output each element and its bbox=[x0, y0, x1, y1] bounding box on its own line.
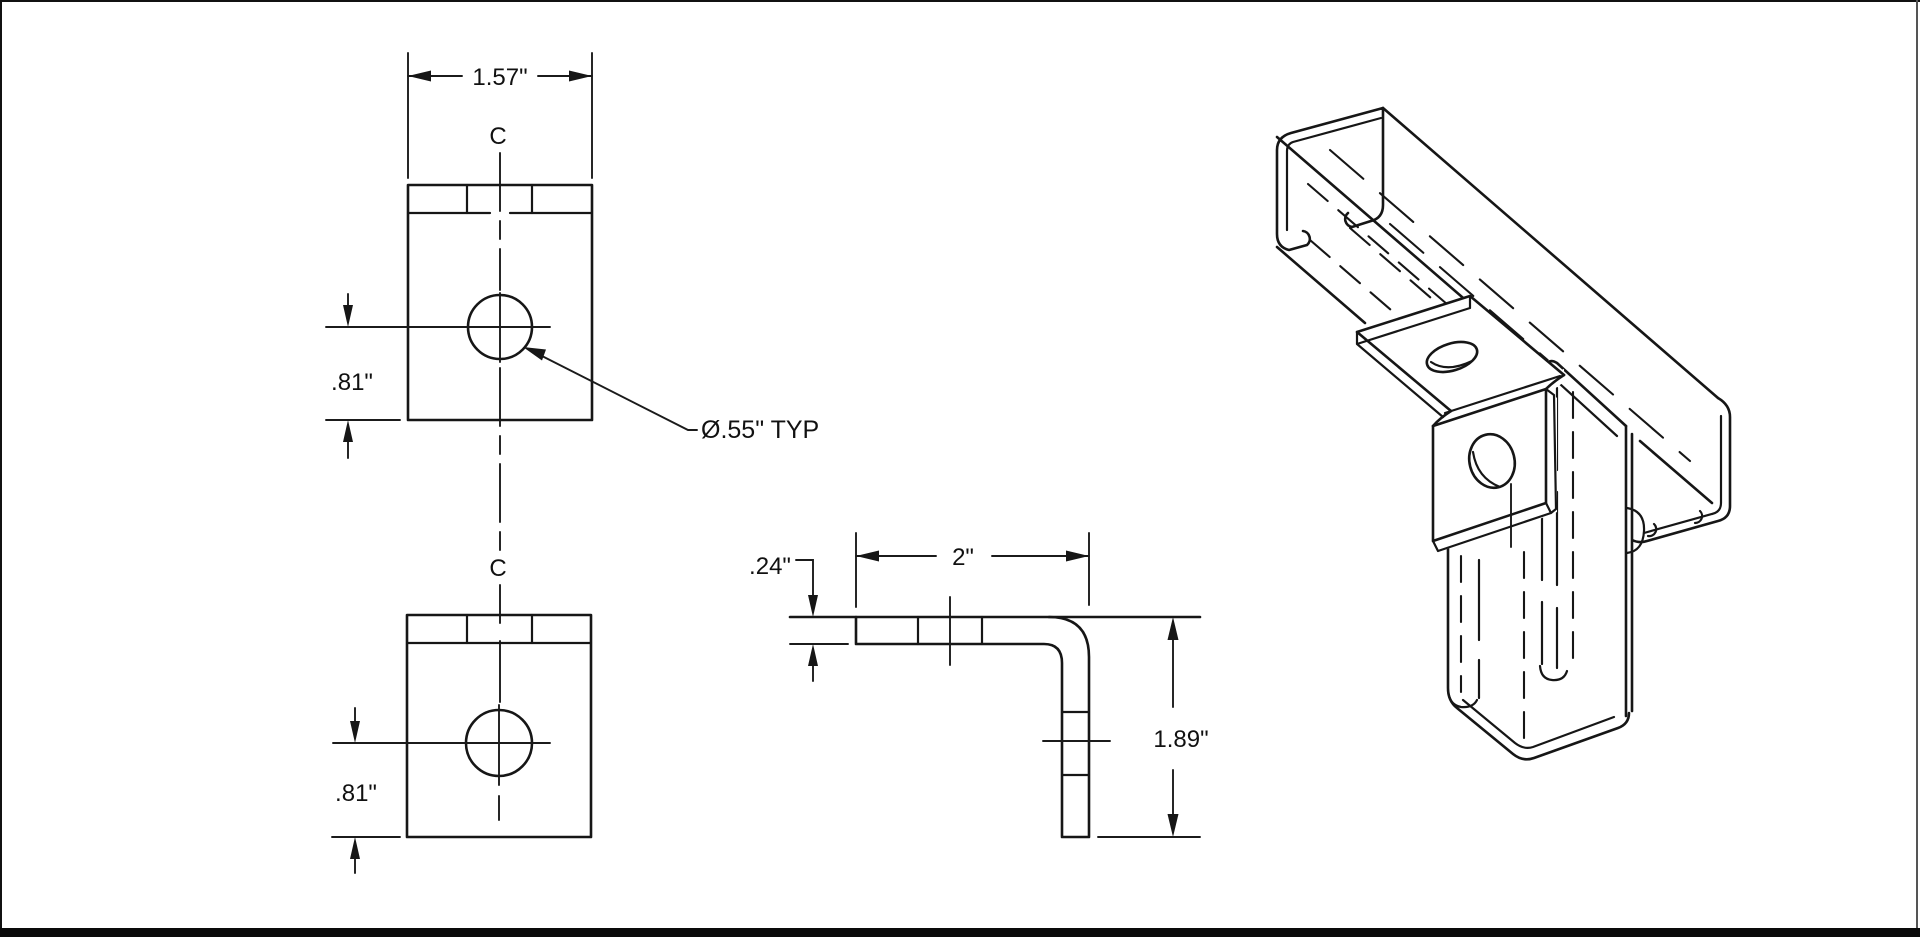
arrowhead-down-icon bbox=[350, 721, 360, 743]
plate-outline-upper bbox=[406, 183, 594, 422]
sheet-border-right bbox=[1916, 0, 1918, 937]
bracket-top-front-thickness bbox=[1357, 332, 1451, 424]
arrowhead-up-icon bbox=[1167, 617, 1179, 640]
arrowhead-down-icon bbox=[343, 305, 353, 327]
bracket-bend-crease bbox=[1443, 374, 1562, 415]
channel-left-end-profile bbox=[1275, 106, 1385, 252]
arrowhead-right-icon bbox=[1066, 550, 1089, 562]
bracket-thickness-edges bbox=[1355, 294, 1472, 419]
isometric-view bbox=[1275, 106, 1732, 761]
centerline-label-upper: C bbox=[489, 123, 506, 150]
leader-arrowhead-icon bbox=[523, 347, 546, 361]
bracket-vertical-leg-thickness bbox=[1431, 387, 1558, 553]
arrowhead-down-icon bbox=[1167, 814, 1179, 837]
bolt-end-icon bbox=[1625, 506, 1646, 555]
channel-right-end-inner bbox=[1642, 414, 1723, 535]
channel-top-silhouette bbox=[1381, 106, 1720, 400]
thickness-leader bbox=[795, 559, 814, 682]
plan-view-upper: 1.57" C .81" Ø.55" TYP bbox=[325, 52, 819, 557]
vchannel-right-edges bbox=[1624, 424, 1634, 718]
channel-bottom-silhouette bbox=[1275, 245, 1367, 325]
arrowhead-left-icon bbox=[856, 550, 879, 562]
channel-end-lip-arcs bbox=[1646, 509, 1704, 538]
offset-dimension-label-lower: .81" bbox=[335, 780, 377, 807]
channel-far-bottom-stub bbox=[1638, 439, 1714, 505]
width-dimension-label: 1.57" bbox=[472, 64, 527, 91]
sheet-border-bottom bbox=[0, 928, 1920, 937]
arrowhead-right-icon bbox=[569, 70, 592, 82]
bracket-top-left-thickness bbox=[1357, 296, 1470, 344]
hidden-edge-top-1 bbox=[1328, 148, 1692, 463]
hole-callout-leader bbox=[539, 354, 698, 431]
plate-band-ticks-upper bbox=[465, 183, 534, 215]
arrowhead-left-icon bbox=[408, 70, 431, 82]
hole-edges-vertical-leg bbox=[1060, 710, 1091, 777]
arrowhead-down-icon bbox=[808, 595, 818, 617]
bracket-front-hole-bolt-arc bbox=[1471, 450, 1502, 489]
hole-crosshair-lower bbox=[332, 704, 551, 821]
extension-lines-width bbox=[407, 52, 593, 179]
vchannel-lip-end-caps bbox=[1446, 664, 1569, 709]
channel-right-end-profile bbox=[1622, 396, 1732, 544]
plate-outline-lower bbox=[405, 613, 593, 839]
sheet-border-top bbox=[0, 0, 1920, 2]
leg-length-extension-lines bbox=[855, 532, 1090, 608]
side-profile-view: .24" 2" 1.89" bbox=[749, 532, 1209, 839]
channel-left-end-inner bbox=[1285, 116, 1383, 232]
arrowhead-up-icon bbox=[350, 837, 360, 859]
plan-view-lower: C .81" bbox=[331, 555, 593, 874]
sheet-border-left bbox=[0, 0, 2, 937]
hidden-edge-far-bottom bbox=[1388, 222, 1626, 428]
vchannel-bottom-inner bbox=[1461, 698, 1616, 749]
offset-dimension-label-upper: .81" bbox=[331, 369, 373, 396]
plate-band-ticks-lower bbox=[465, 613, 534, 645]
bracket-top-hole-inner-arc bbox=[1429, 359, 1474, 369]
hole-callout-label: Ø.55" TYP bbox=[701, 416, 819, 444]
centerline-label-lower: C bbox=[489, 555, 506, 582]
hole-edges-horizontal-leg bbox=[916, 615, 984, 646]
leg-length-dimension-label: 2" bbox=[952, 544, 974, 571]
arrowhead-up-icon bbox=[343, 420, 353, 442]
hole-crosshair-upper bbox=[325, 292, 551, 363]
arrowhead-up-icon bbox=[808, 644, 818, 666]
height-dimension-label: 1.89" bbox=[1153, 726, 1208, 753]
thickness-dimension-label: .24" bbox=[749, 553, 791, 580]
bracket-vertical-leg-edges bbox=[1431, 387, 1548, 543]
iso-angle-bracket bbox=[1355, 294, 1566, 553]
bracket-top-hole bbox=[1425, 340, 1479, 374]
profile-outline bbox=[854, 615, 1091, 839]
